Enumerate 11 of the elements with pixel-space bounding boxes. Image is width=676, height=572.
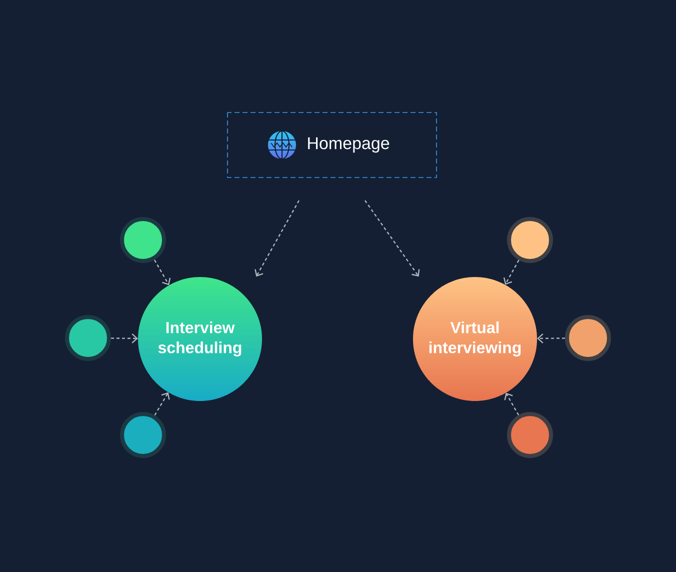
- arrow: [254, 200, 300, 277]
- arrow: [364, 200, 420, 277]
- homepage-box: Homepage: [227, 112, 437, 178]
- node-label: Virtual interviewing: [429, 322, 521, 356]
- arrow: [154, 392, 170, 416]
- arrow: [537, 333, 566, 344]
- arrow: [111, 333, 138, 344]
- arrow: [503, 260, 520, 285]
- arrow: [504, 392, 520, 416]
- node-label: Interview scheduling: [158, 322, 242, 356]
- arrow: [154, 260, 171, 286]
